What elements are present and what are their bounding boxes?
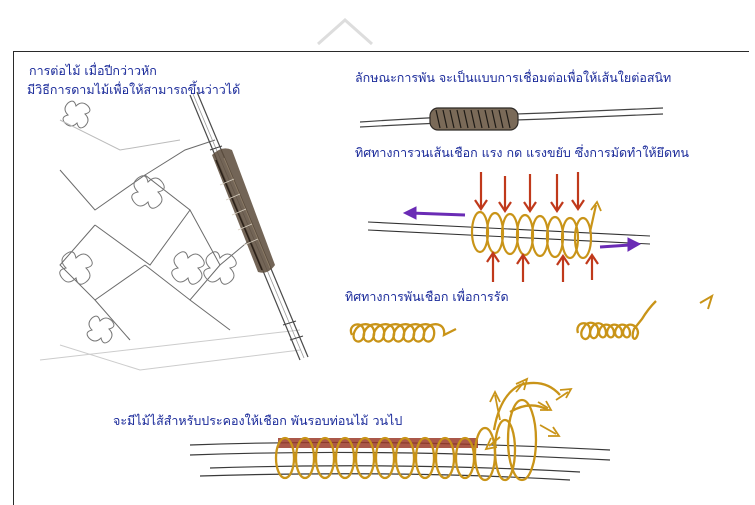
press-arrows-down	[475, 172, 584, 211]
shift-arrows	[404, 207, 640, 251]
wrap-style-caption: ลักษณะการพัน จะเป็นแบบการเชื่อมต่อเพื่อใ…	[355, 68, 671, 88]
top-left-caption-line2: มีวิธีการดามไม้เพื่อให้สามารถขึ้นว่าวได้	[27, 80, 240, 100]
bottom-caption: จะมีไม้ไส้สำหรับประคองให้เชือก พันรอบท่อ…	[113, 411, 402, 431]
wrap-style-rope	[360, 108, 663, 130]
direction-arrows	[486, 379, 571, 449]
force-diagram	[368, 172, 650, 282]
chevron-up-icon[interactable]	[318, 20, 372, 44]
splint-wrap-sketch	[212, 148, 275, 272]
top-left-caption-line1: การต่อไม้ เมื่อปีกว่าวหัก	[29, 61, 157, 81]
force-direction-caption: ทิศทางการวนเส้นเชือก แรง กด แรงขยับ ซึ่ง…	[355, 143, 689, 163]
wrap-direction-caption: ทิศทางการพันเชือก เพื่อการรัด	[345, 287, 509, 307]
